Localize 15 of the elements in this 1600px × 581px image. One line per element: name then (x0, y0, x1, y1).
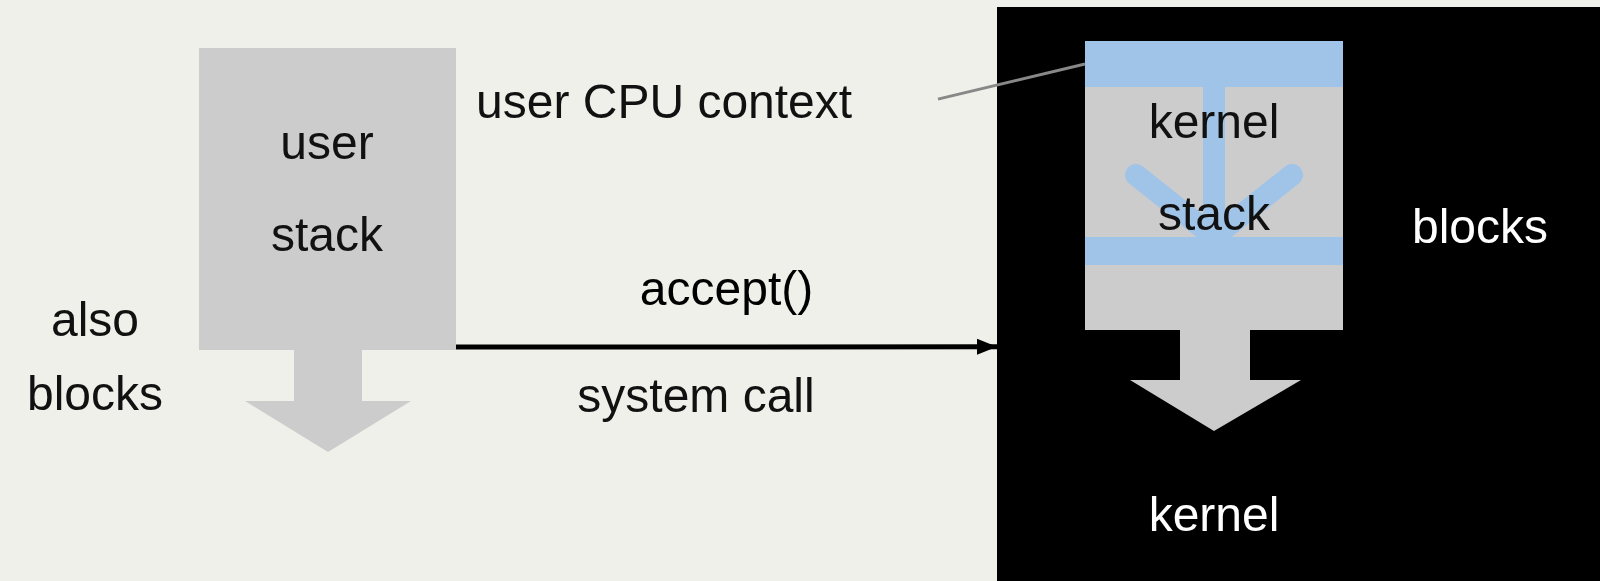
label-text: system call (576, 368, 816, 424)
note-text: also blocks (25, 292, 165, 422)
edge-label: accept() (638, 260, 815, 317)
highlight-bar (1085, 41, 1343, 87)
kernel-panel (997, 7, 1600, 581)
node-text: user CPU context (476, 74, 854, 130)
status-text: blocks (1410, 199, 1550, 255)
leader-line (937, 62, 1086, 101)
stack-box (199, 48, 456, 350)
arrow (456, 338, 997, 355)
stack-box (1085, 41, 1343, 330)
node-text: user stack (270, 115, 384, 263)
node-text: kernel (1147, 487, 1281, 543)
node-text: kernel stack (1147, 94, 1281, 242)
highlight-bar (1085, 237, 1343, 265)
